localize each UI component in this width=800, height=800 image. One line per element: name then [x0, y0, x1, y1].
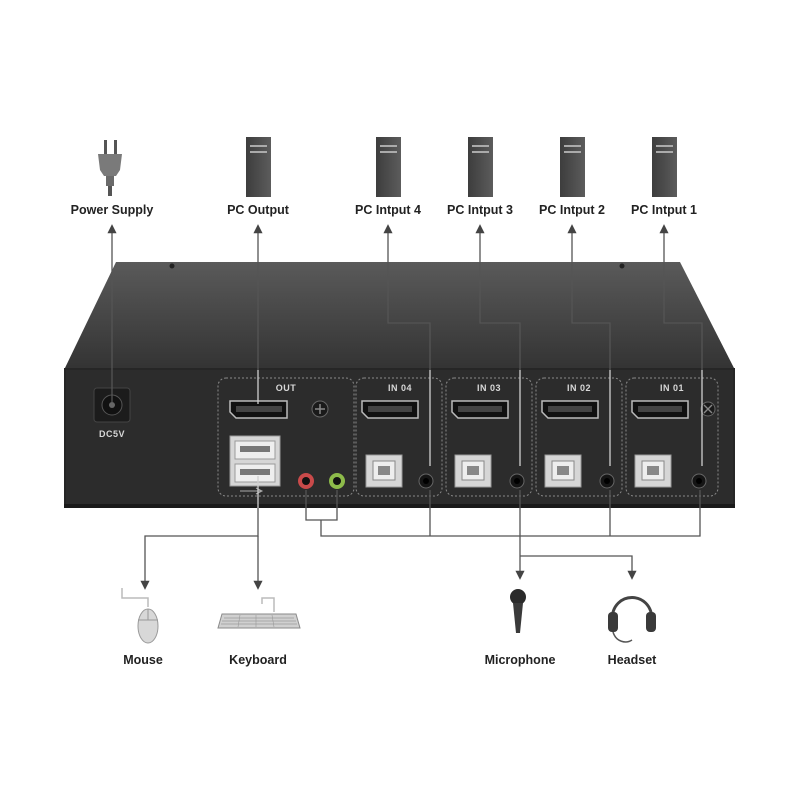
in03-label: IN 03	[477, 383, 501, 393]
in02-port-group	[535, 377, 623, 497]
pc-input-4-label: PC Intput 4	[355, 203, 421, 217]
in04-ports	[361, 400, 434, 489]
power-supply-label: Power Supply	[71, 203, 154, 217]
wire-audio-bus	[320, 490, 701, 537]
wire-pc-input-1	[659, 224, 703, 370]
microphone-icon	[510, 589, 526, 633]
power-plug-icon	[98, 140, 122, 196]
in01-port-group	[625, 377, 719, 497]
audio-jack-out	[329, 473, 345, 489]
wire-headset	[520, 555, 637, 580]
in01-label: IN 01	[660, 383, 684, 393]
in04-label: IN 04	[388, 383, 412, 393]
in04-port-group	[355, 377, 443, 497]
out-label: OUT	[276, 383, 297, 393]
usb-a-stack	[229, 435, 281, 487]
in02-label: IN 02	[567, 383, 591, 393]
connection-wires-bottom	[140, 476, 701, 590]
in01-ports	[631, 400, 716, 489]
mouse-label: Mouse	[123, 653, 163, 667]
mic-jack-out	[298, 473, 314, 489]
microphone-label: Microphone	[485, 653, 556, 667]
pc-tower-icon	[376, 137, 401, 197]
pc-input-1-label: PC Intput 1	[631, 203, 697, 217]
wire-mouse	[140, 508, 259, 590]
wire-pc-input-3	[475, 224, 521, 370]
pc-tower-icon	[560, 137, 585, 197]
pc-input-3-label: PC Intput 3	[447, 203, 513, 217]
screw-out	[311, 400, 329, 418]
in03-ports	[451, 400, 525, 489]
headset-icon	[608, 596, 656, 643]
pc-output-label: PC Output	[227, 203, 290, 217]
keyboard-icon	[217, 597, 301, 629]
headset-label: Headset	[608, 653, 657, 667]
in02-ports	[541, 400, 615, 489]
displayport-out	[229, 400, 288, 419]
pc-tower-icon	[652, 137, 677, 197]
dc-label: DC5V	[99, 429, 125, 439]
pc-input-2-label: PC Intput 2	[539, 203, 605, 217]
pc-tower-icon	[468, 137, 493, 197]
mouse-icon	[121, 588, 159, 644]
kvm-switch-device	[64, 262, 735, 508]
connection-wires-top	[107, 224, 703, 466]
keyboard-label: Keyboard	[229, 653, 287, 667]
pc-tower-icon	[246, 137, 271, 197]
in03-port-group	[445, 377, 533, 497]
wire-pc-input-2	[567, 224, 611, 370]
out-port-group	[217, 377, 355, 497]
wire-pc-input-4	[383, 224, 431, 370]
